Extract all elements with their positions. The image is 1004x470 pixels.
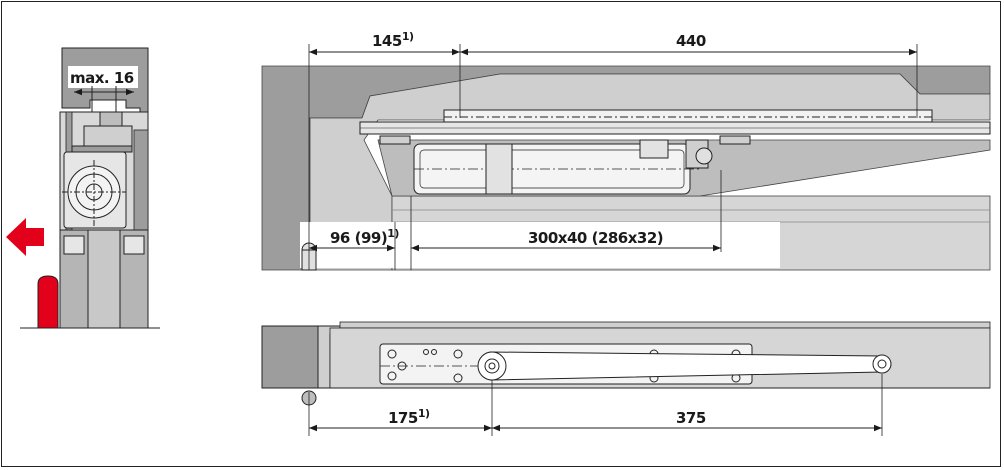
max-label-box	[68, 66, 138, 88]
direction-arrow	[6, 218, 44, 256]
floor-stopper	[37, 275, 59, 329]
dim-300x40: 300x40 (286x32)	[528, 229, 663, 247]
dim-440: 440	[676, 32, 706, 50]
dim-175: 1751)	[388, 407, 430, 427]
dim-96-99: 96 (99)1)	[330, 227, 399, 247]
wall-block	[261, 325, 319, 389]
dim-145: 1451)	[372, 30, 414, 50]
plan-view: 1751) 375	[261, 321, 991, 436]
section-view: max. 16	[6, 47, 160, 329]
dim-375: 375	[676, 409, 706, 427]
max-label: max. 16	[70, 69, 134, 87]
elevation-view: 1451) 440 96 (99)1) 300x40 (286x32)	[261, 30, 991, 271]
